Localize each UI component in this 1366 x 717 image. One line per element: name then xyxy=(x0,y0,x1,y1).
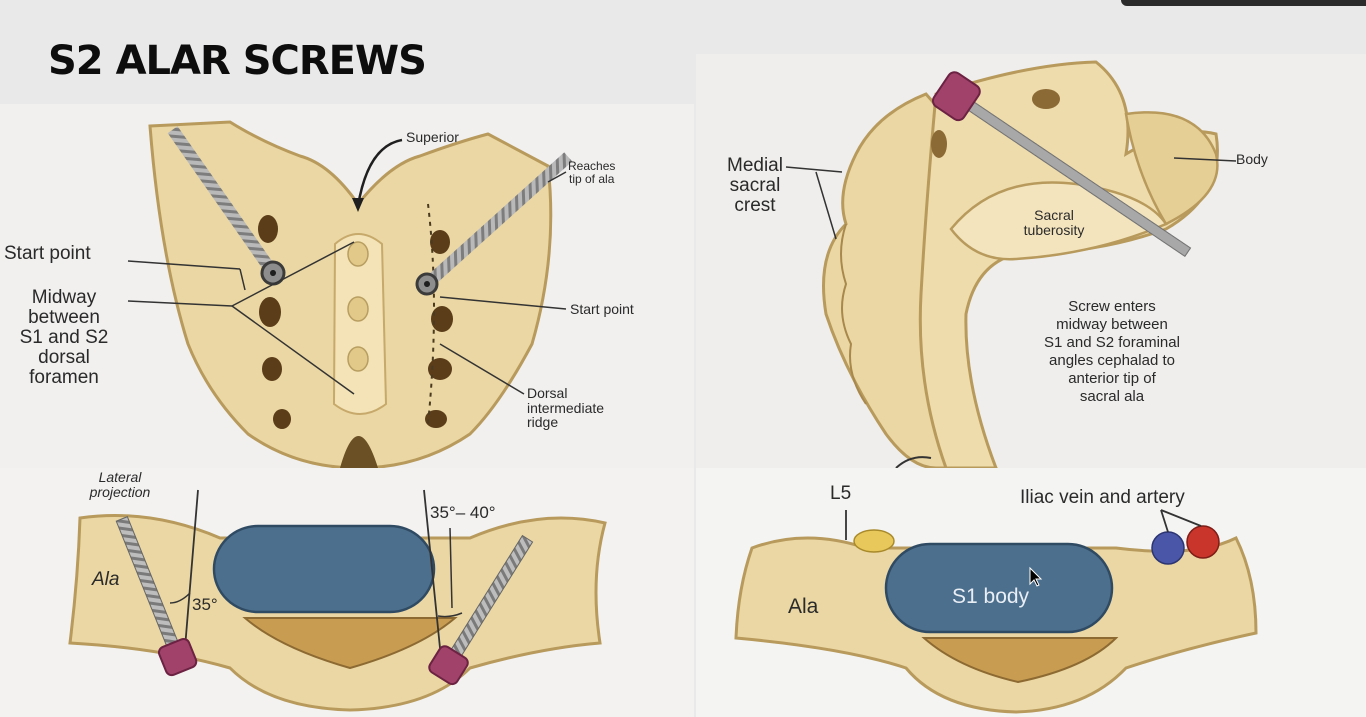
ala-left-label: Ala xyxy=(92,569,120,590)
l5-label: L5 xyxy=(830,483,852,504)
dorsal-ridge-label: Dorsal intermediate ridge xyxy=(527,386,604,430)
sacral-tuberosity-line-1: Sacral xyxy=(1034,207,1074,223)
screw-note-label: Screw enters midway between S1 and S2 fo… xyxy=(996,298,1228,406)
angle-35-label: 35° xyxy=(192,595,218,614)
body-label: Body xyxy=(1236,151,1268,167)
s1-body-label: S1 body xyxy=(952,585,1030,608)
sacral-tuberosity-label: Sacral tuberosity xyxy=(1004,208,1104,237)
angle-35-40-label: 35°– 40° xyxy=(430,503,496,522)
medial-crest-line-2: sacral xyxy=(729,174,781,196)
axial-screw-panel: Lateral projection Ala 35° 35°– 40° xyxy=(0,468,694,717)
superior-label: Superior xyxy=(406,129,459,145)
reaches-tip-line-1: Reaches xyxy=(568,159,616,173)
start-point-right-label: Start point xyxy=(570,301,634,317)
lateral-projection-line-1: Lateral xyxy=(98,469,142,485)
sacral-tuberosity-line-2: tuberosity xyxy=(1023,221,1085,238)
screw-note-line-4: angles cephalad to xyxy=(1049,352,1175,369)
lateral-projection-line-2: projection xyxy=(89,483,151,500)
screw-note-line-1: Screw enters xyxy=(1068,298,1156,315)
midway-line-3: S1 and S2 xyxy=(19,326,109,348)
reaches-tip-label: Reaches tip of ala xyxy=(568,160,615,185)
lateral-sacrum-panel: Medial sacral crest Body Sacral tuberosi… xyxy=(696,54,1366,468)
midway-line-5: foramen xyxy=(29,366,99,388)
dorsal-ridge-line-1: Dorsal xyxy=(527,385,568,401)
posterior-sacrum-illustration xyxy=(127,120,573,468)
midway-line-4: dorsal xyxy=(38,346,90,368)
iliac-vessels-label: Iliac vein and artery xyxy=(1020,487,1185,508)
midway-line-2: between xyxy=(28,306,100,328)
ala-right-label: Ala xyxy=(788,595,819,618)
start-point-left-label: Start point xyxy=(4,243,91,264)
reaches-tip-line-2: tip of ala xyxy=(569,171,615,186)
lateral-sacrum-illustration xyxy=(785,60,1237,468)
midway-label: Midway between S1 and S2 dorsal foramen xyxy=(2,288,126,388)
axial-anatomy-panel: L5 Iliac vein and artery Ala S1 body xyxy=(696,468,1366,717)
axial-anatomy-illustration xyxy=(734,509,1258,714)
axial-screw-illustration xyxy=(68,489,607,712)
dorsal-ridge-line-2: intermediate xyxy=(527,399,605,416)
screw-note-line-2: midway between xyxy=(1056,316,1168,333)
screw-note-line-6: sacral ala xyxy=(1079,388,1145,405)
midway-line-1: Midway xyxy=(31,287,97,308)
screw-note-line-3: S1 and S2 foraminal xyxy=(1044,334,1180,351)
dorsal-ridge-line-3: ridge xyxy=(527,414,559,431)
medial-crest-line-3: crest xyxy=(734,194,776,216)
medial-crest-label: Medial sacral crest xyxy=(700,156,810,216)
posterior-sacrum-panel: Superior Reaches tip of ala Start point … xyxy=(0,104,694,468)
slide-title: S2 ALAR SCREWS xyxy=(48,38,427,84)
window-top-bar xyxy=(1121,0,1366,6)
medial-crest-line-1: Medial xyxy=(727,155,783,176)
lateral-projection-label: Lateral projection xyxy=(60,470,180,499)
screw-note-line-5: anterior tip of xyxy=(1068,370,1156,387)
